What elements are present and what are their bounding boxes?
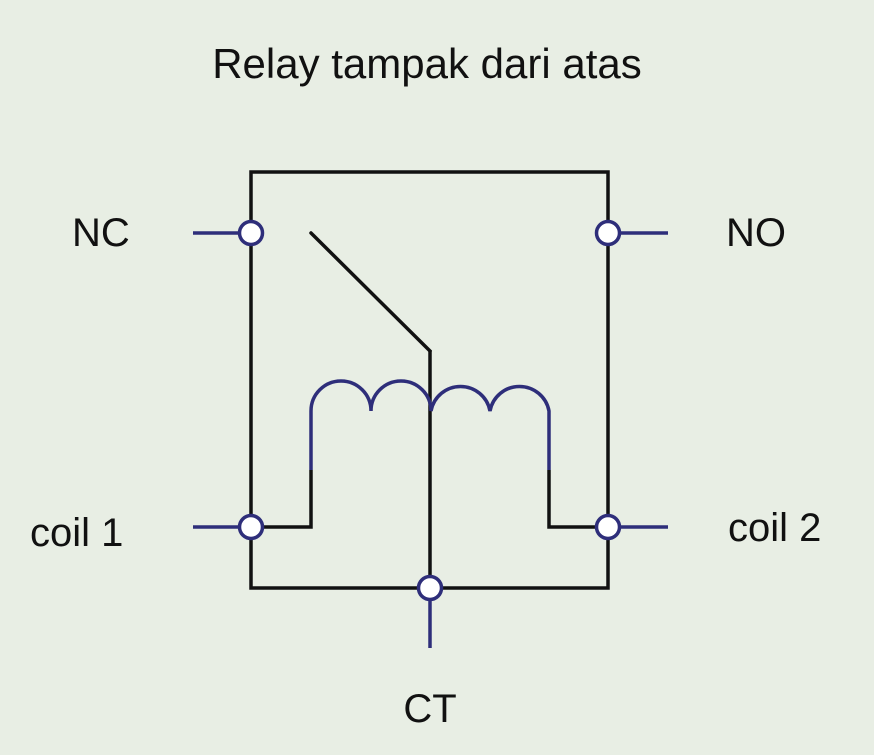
- coil1-terminal: [237, 513, 265, 541]
- coil2-terminal: [594, 513, 622, 541]
- switch-arm: [309, 231, 432, 353]
- ct-label: CT: [403, 687, 456, 731]
- nc-label: NC: [72, 211, 130, 255]
- no-terminal: [594, 219, 622, 247]
- diagram-title: Relay tampak dari atas: [212, 40, 642, 87]
- coil2-label: coil 2: [728, 506, 821, 550]
- coil-winding: [309, 379, 551, 470]
- coil-lead-left: [263, 470, 313, 529]
- coil1-label: coil 1: [30, 511, 123, 555]
- no-label: NO: [726, 211, 786, 255]
- coil-lead-right: [547, 470, 596, 529]
- nc-terminal: [237, 219, 265, 247]
- ct-terminal: [416, 574, 444, 602]
